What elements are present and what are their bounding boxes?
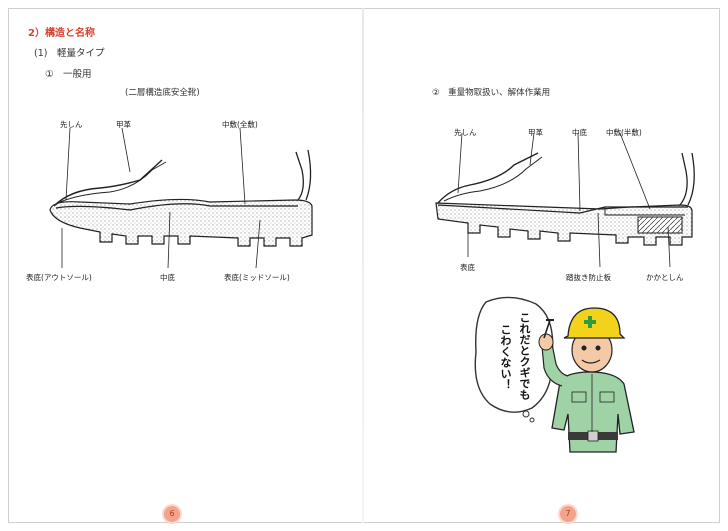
label-insole-half: 中敷(半敷) [606, 128, 642, 137]
label-insole-full: 中敷(全敷) [222, 120, 258, 129]
page-border [8, 8, 720, 523]
label-midsole-right: 中底 [572, 128, 587, 137]
label-heel-core: かかとしん [646, 273, 684, 282]
label-anti-puncture-plate: 踏抜き防止板 [566, 273, 611, 282]
label-toe-cap-right: 先しん [454, 128, 477, 137]
left-diagram-caption: (二層構造底安全靴) [125, 88, 200, 98]
label-midsole-center: 中底 [160, 273, 175, 282]
label-toe-cap-left: 先しん [60, 120, 83, 129]
page-number-left: 6 [164, 506, 180, 522]
right-diagram-caption: ② 重量物取扱い、解体作業用 [432, 88, 551, 98]
speech-bubble [474, 296, 554, 423]
speech-line-1: これだとクギでも [518, 312, 531, 400]
subsection-title: (1) 軽量タイプ [34, 48, 105, 59]
worker-character [538, 307, 635, 453]
page-number-right: 7 [560, 506, 576, 522]
section-title: 2）構造と名称 [28, 28, 95, 39]
label-outsole-right: 表底 [460, 263, 475, 272]
right-shoe-diagram [435, 132, 695, 268]
label-outsole-left: 表底(アウトソール) [26, 273, 92, 282]
label-upper-left: 甲革 [116, 120, 131, 129]
label-midsole-left: 表底(ミッドソール) [224, 273, 290, 282]
item-general-use: ① 一般用 [45, 69, 92, 80]
book-gutter [362, 8, 364, 523]
label-upper-right: 甲革 [528, 128, 543, 137]
speech-line-2: こわくない！ [499, 324, 512, 390]
left-shoe-diagram [49, 127, 313, 269]
